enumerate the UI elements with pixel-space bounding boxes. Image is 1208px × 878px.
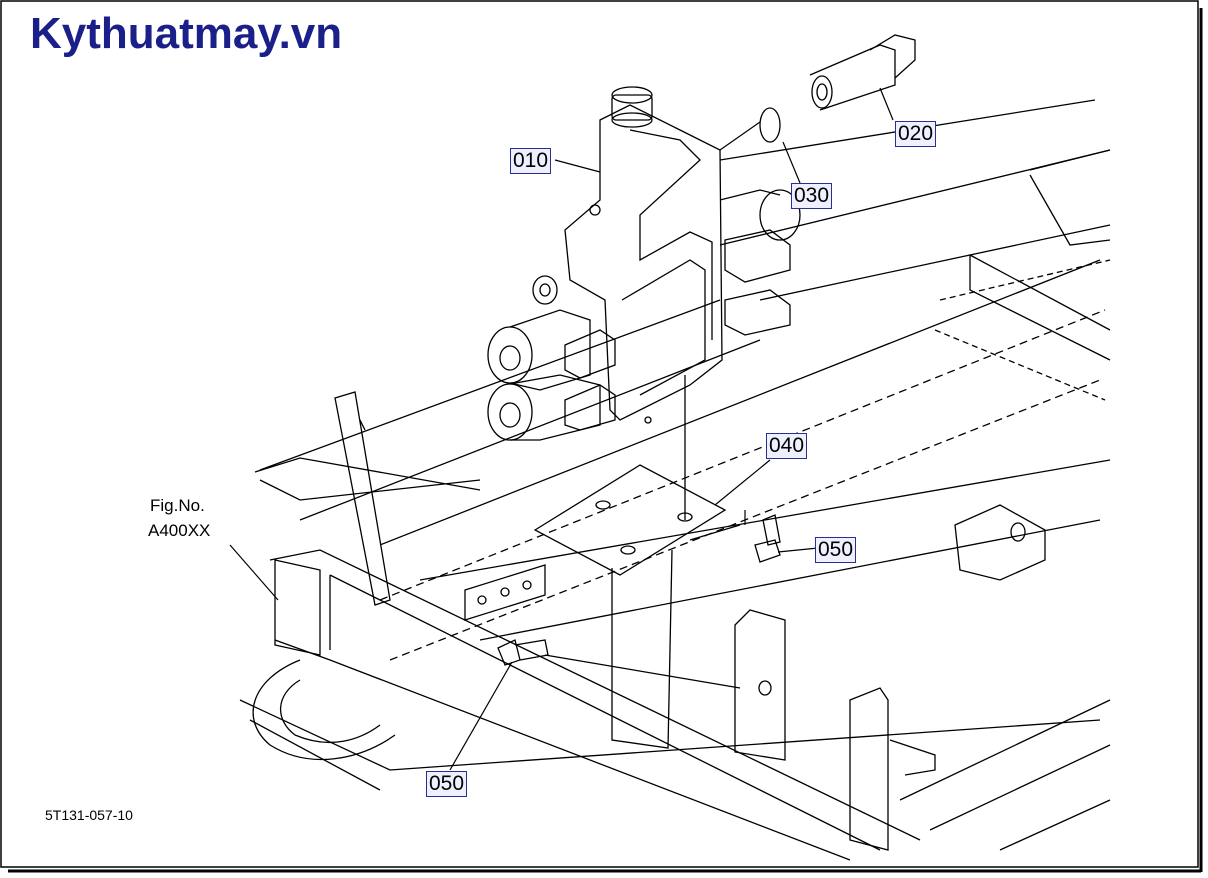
figure-ref-line2: A400XX	[148, 521, 211, 540]
part-label-040[interactable]: 040	[766, 433, 808, 459]
part-label-050-upper[interactable]: 050	[815, 537, 857, 563]
valve-assembly	[487, 86, 801, 520]
part-label-010[interactable]: 010	[510, 148, 552, 174]
frame-rails	[239, 99, 1111, 861]
part-label-050-lower[interactable]: 050	[426, 771, 468, 797]
part-label-030[interactable]: 030	[791, 183, 833, 209]
part-label-020[interactable]: 020	[895, 121, 937, 147]
diagram-code: 5T131-057-10	[45, 807, 133, 823]
brand-logo-text: Kythuatmay.vn	[30, 9, 343, 58]
bolts-050	[497, 514, 781, 666]
leader-lines	[229, 87, 894, 771]
figure-ref-line1: Fig.No.	[150, 496, 205, 515]
o-ring-030	[759, 107, 781, 143]
hose-fitting-020	[759, 34, 916, 143]
